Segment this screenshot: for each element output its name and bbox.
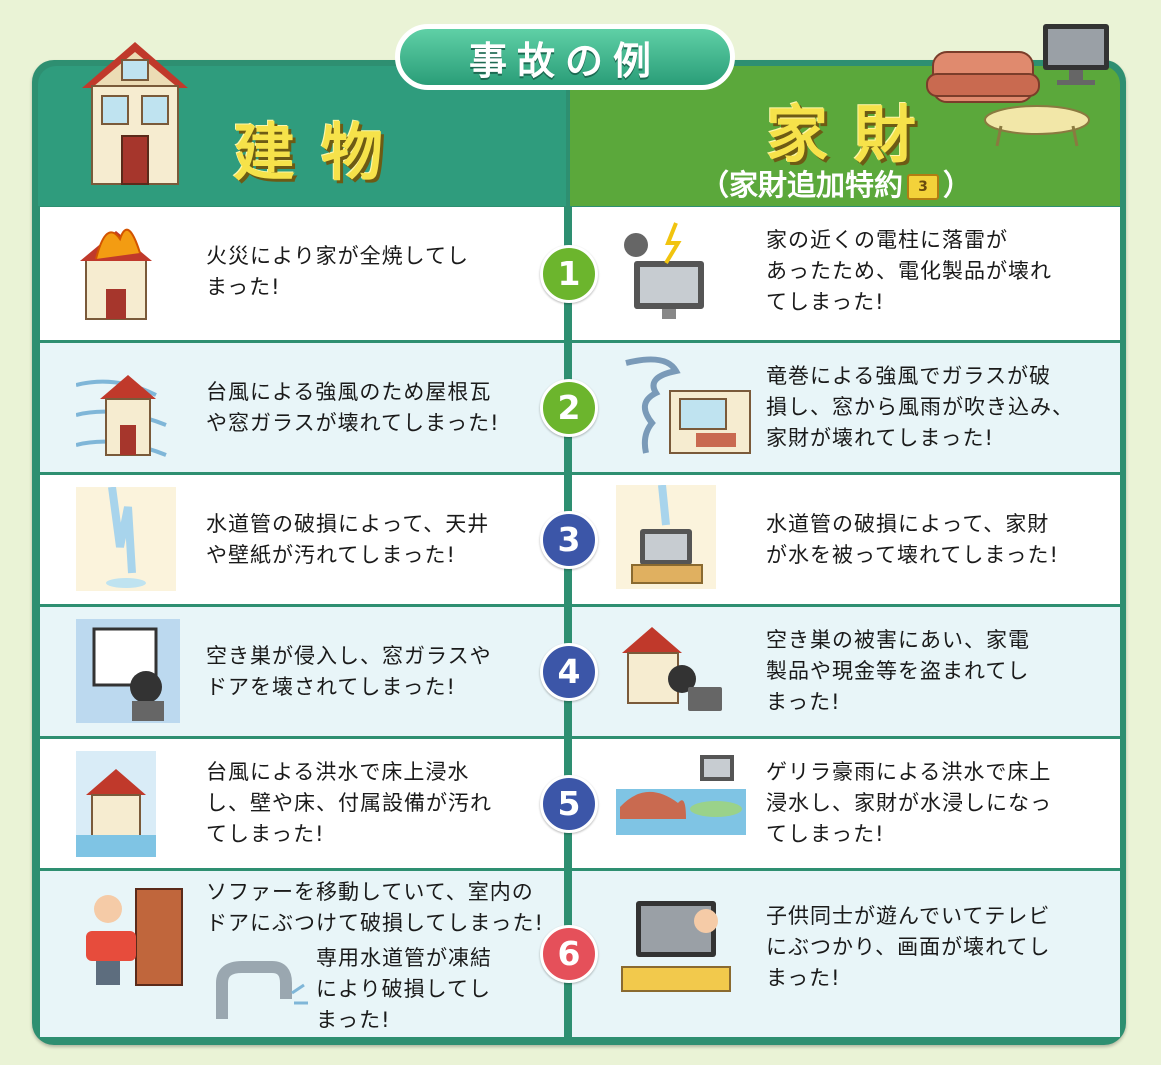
- row-2-building-text: 台風による強風のため屋根瓦や窓ガラスが壊れてしまった!: [206, 377, 556, 439]
- row-4-building-illustration-icon: [76, 619, 180, 723]
- text-line: や窓ガラスが壊れてしまった!: [206, 411, 500, 435]
- row-2-building: 台風による強風のため屋根瓦や窓ガラスが壊れてしまった!: [40, 343, 564, 472]
- row-3-building-illustration-icon: [76, 487, 176, 591]
- row-4-household-illustration-icon: [622, 627, 722, 711]
- row-3-number-badge: 3: [540, 510, 598, 569]
- row-6-building-extra-text: 専用水道管が凍結により破損してしまった!: [316, 943, 556, 1036]
- row-6-building-text: ソファーを移動していて、室内のドアにぶつけて破損してしまった!: [206, 877, 556, 939]
- text-line: により破損してし: [316, 977, 491, 1001]
- text-line: ゲリラ豪雨による洪水で床上: [766, 760, 1052, 784]
- text-line: 空き巣が侵入し、窓ガラスや: [206, 644, 492, 668]
- text-line: ドアにぶつけて破損してしまった!: [206, 911, 544, 935]
- row-6-household-goods: 子供同士が遊んでいてテレビにぶつかり、画面が壊れてしまった!: [572, 871, 1120, 1037]
- text-line: まった!: [316, 1008, 391, 1032]
- row-6-building: ソファーを移動していて、室内のドアにぶつけて破損してしまった!専用水道管が凍結に…: [40, 871, 564, 1037]
- row-2-number-badge: 2: [540, 378, 598, 437]
- column-title-building: 建物: [233, 116, 410, 189]
- row-2-household-goods: 竜巻による強風でガラスが破損し、窓から風雨が吹き込み、家財が壊れてしまった!: [572, 343, 1120, 472]
- text-line: ソファーを移動していて、室内の: [206, 880, 534, 904]
- row-2-building-illustration-icon: [76, 375, 167, 457]
- row-3-building-text: 水道管の破損によって、天井や壁紙が汚れてしまった!: [206, 509, 556, 571]
- text-line: あったため、電化製品が壊れ: [766, 259, 1052, 283]
- text-line: 家の近くの電柱に落雷が: [766, 228, 1008, 252]
- text-line: 台風による強風のため屋根瓦: [206, 380, 492, 404]
- text-line: 火災により家が全焼してし: [206, 244, 469, 268]
- row-4-number-badge: 4: [540, 642, 598, 701]
- text-line: 製品や現金等を盗まれてし: [766, 659, 1030, 683]
- row-4-household-text: 空き巣の被害にあい、家電製品や現金等を盗まれてしまった!: [766, 625, 1112, 718]
- row-1-household-goods: 家の近くの電柱に落雷があったため、電化製品が壊れてしまった!: [572, 207, 1120, 340]
- row-1-building-illustration-icon: [80, 228, 152, 320]
- row-5-building-illustration-icon: [76, 751, 156, 857]
- frozen-pipe-icon: [216, 961, 308, 1019]
- text-line: 家財が壊れてしまった!: [766, 426, 994, 450]
- text-line: 子供同士が遊んでいてテレビ: [766, 904, 1051, 928]
- text-line: まった!: [766, 690, 841, 714]
- text-line: が水を被って壊れてしまった!: [766, 543, 1059, 567]
- furniture-icon: [926, 24, 1109, 147]
- text-line: や壁紙が汚れてしまった!: [206, 543, 456, 567]
- column-title-household-goods: 家財: [766, 98, 943, 171]
- row-6-household-illustration-icon: [621, 901, 731, 992]
- text-line: 空き巣の被害にあい、家電: [766, 628, 1030, 652]
- text-line: 水道管の破損によって、家財: [766, 512, 1050, 536]
- text-line: 専用水道管が凍結: [316, 946, 492, 970]
- text-line: てしまった!: [206, 822, 325, 846]
- subtitle-close: ）: [943, 168, 973, 202]
- text-line: 水道管の破損によって、天井: [206, 512, 490, 536]
- text-line: まった!: [206, 275, 281, 299]
- row-2-household-text: 竜巻による強風でガラスが破損し、窓から風雨が吹き込み、家財が壊れてしまった!: [766, 361, 1112, 454]
- text-line: 損し、窓から風雨が吹き込み、: [766, 395, 1074, 419]
- text-line: 竜巻による強風でガラスが破: [766, 364, 1051, 388]
- text-line: てしまった!: [766, 822, 885, 846]
- row-6-building-illustration-icon: [86, 888, 183, 986]
- row-5-building-text: 台風による洪水で床上浸水し、壁や床、付属設備が汚れてしまった!: [206, 757, 556, 850]
- row-1-building-text: 火災により家が全焼してしまった!: [206, 241, 556, 303]
- house-icon: [82, 42, 188, 185]
- text-line: し、壁や床、付属設備が汚れ: [206, 791, 492, 815]
- subtitle-text: （家財追加特約: [700, 168, 904, 202]
- row-4-building: 空き巣が侵入し、窓ガラスやドアを壊されてしまった!: [40, 607, 564, 736]
- row-1-number-badge: 1: [540, 244, 598, 303]
- row-5-household-text: ゲリラ豪雨による洪水で床上浸水し、家財が水浸しになってしまった!: [766, 757, 1112, 850]
- text-line: 台風による洪水で床上浸水: [206, 760, 470, 784]
- page-title: 事故の例: [395, 24, 735, 90]
- row-5-household-goods: ゲリラ豪雨による洪水で床上浸水し、家財が水浸しになってしまった!: [572, 739, 1120, 868]
- row-1-building: 火災により家が全焼してしまった!: [40, 207, 564, 340]
- text-line: にぶつかり、画面が壊れてし: [766, 935, 1051, 959]
- text-line: てしまった!: [766, 290, 885, 314]
- row-1-household-illustration-icon: [624, 222, 704, 319]
- text-line: ドアを壊されてしまった!: [206, 675, 456, 699]
- row-1-household-text: 家の近くの電柱に落雷があったため、電化製品が壊れてしまった!: [766, 225, 1112, 318]
- row-5-household-illustration-icon: [616, 755, 746, 835]
- row-5-number-badge: 5: [540, 774, 598, 833]
- row-3-building: 水道管の破損によって、天井や壁紙が汚れてしまった!: [40, 475, 564, 604]
- row-6-number-badge: 6: [540, 925, 598, 983]
- text-line: 浸水し、家財が水浸しになっ: [766, 791, 1052, 815]
- row-3-household-goods: 水道管の破損によって、家財が水を被って壊れてしまった!: [572, 475, 1120, 604]
- row-3-household-text: 水道管の破損によって、家財が水を被って壊れてしまった!: [766, 509, 1112, 571]
- row-2-household-illustration-icon: [625, 356, 751, 454]
- row-6-household-text: 子供同士が遊んでいてテレビにぶつかり、画面が壊れてしまった!: [766, 901, 1112, 994]
- row-4-household-goods: 空き巣の被害にあい、家電製品や現金等を盗まれてしまった!: [572, 607, 1120, 736]
- text-line: まった!: [766, 966, 841, 990]
- book-badge-icon: 3: [907, 174, 940, 200]
- row-3-household-illustration-icon: [616, 485, 716, 589]
- row-4-building-text: 空き巣が侵入し、窓ガラスやドアを壊されてしまった!: [206, 641, 556, 703]
- row-5-building: 台風による洪水で床上浸水し、壁や床、付属設備が汚れてしまった!: [40, 739, 564, 868]
